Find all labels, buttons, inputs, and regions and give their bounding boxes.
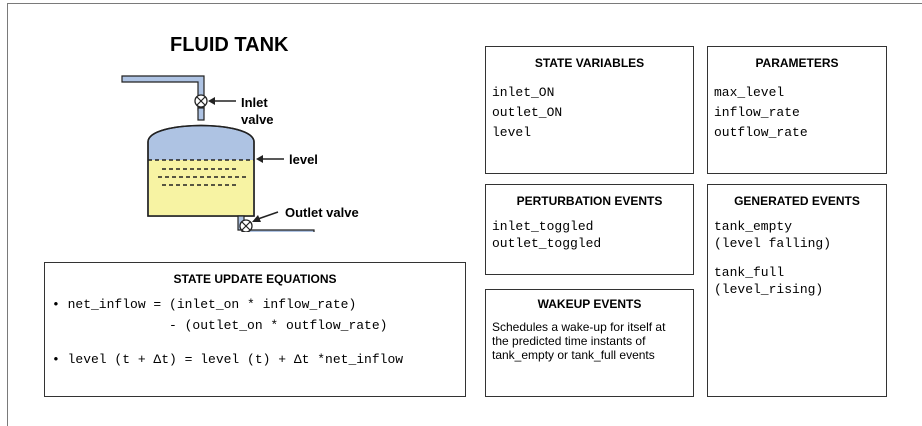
tank-outline [147, 124, 255, 217]
list-item: outflow_rate [714, 125, 808, 140]
generated-events-box: GENERATED EVENTS tank_empty (level falli… [707, 184, 887, 397]
perturbation-events-list: inlet_toggled outlet_toggled [492, 218, 601, 252]
list-item: inflow_rate [714, 105, 800, 120]
diagram-title: FLUID TANK [170, 34, 289, 56]
outlet-valve-arrow [252, 211, 279, 222]
frame-top-border [7, 3, 922, 4]
list-item: level [492, 125, 532, 140]
equation-line-2: - (outlet_on * outflow_rate) [52, 318, 388, 333]
list-item: outlet_toggled [492, 236, 602, 251]
equation-line-1: • net_inflow = (inlet_on * inflow_rate) [52, 297, 357, 312]
generated-events-list: tank_empty (level falling) tank_full (le… [714, 218, 831, 298]
frame-left-border [7, 3, 8, 426]
perturbation-events-box: PERTURBATION EVENTS inlet_toggled outlet… [485, 184, 694, 275]
parameters-box: PARAMETERS max_level inflow_rate outflow… [707, 46, 887, 174]
inlet-valve-label: Inlet valve [241, 95, 274, 127]
perturbation-events-title: PERTURBATION EVENTS [516, 194, 663, 208]
list-item: (level_rising) [714, 282, 824, 297]
inlet-pipe [121, 75, 205, 111]
state-variables-box: STATE VARIABLES inlet_ON outlet_ON level [485, 46, 694, 174]
list-item: outlet_ON [492, 105, 563, 120]
inlet-valve-arrow [208, 97, 236, 105]
state-update-equations-title: STATE UPDATE EQUATIONS [173, 272, 337, 286]
level-arrow [256, 155, 284, 163]
state-variables-list: inlet_ON outlet_ON level [492, 83, 562, 143]
level-label: level [289, 152, 318, 167]
list-item: tank_full [714, 265, 785, 280]
list-item: inlet_ON [492, 85, 555, 100]
list-item: (level falling) [714, 236, 832, 251]
outlet-valve-label: Outlet valve [285, 205, 359, 220]
parameters-title: PARAMETERS [755, 56, 839, 70]
state-variables-title: STATE VARIABLES [534, 56, 645, 70]
list-item [714, 252, 831, 264]
wakeup-events-title: WAKEUP EVENTS [537, 297, 642, 311]
state-update-equations-box: STATE UPDATE EQUATIONS • net_inflow = (i… [44, 262, 466, 397]
inlet-valve-icon [194, 94, 208, 108]
equation-line-3: • level (t + Δt) = level (t) + Δt *net_i… [52, 352, 404, 367]
outlet-valve-icon [239, 219, 253, 232]
fluid-tank-illustration [121, 75, 315, 232]
wakeup-events-box: WAKEUP EVENTS Schedules a wake-up for it… [485, 289, 694, 397]
list-item: tank_empty [714, 219, 793, 234]
inlet-pipe-lower [197, 107, 205, 121]
parameters-list: max_level inflow_rate outflow_rate [714, 83, 808, 143]
list-item: max_level [714, 85, 785, 100]
wakeup-events-description: Schedules a wake-up for itself at the pr… [492, 320, 666, 362]
outlet-pipe-horizontal [241, 229, 315, 232]
generated-events-title: GENERATED EVENTS [734, 194, 860, 208]
list-item: inlet_toggled [492, 219, 594, 234]
